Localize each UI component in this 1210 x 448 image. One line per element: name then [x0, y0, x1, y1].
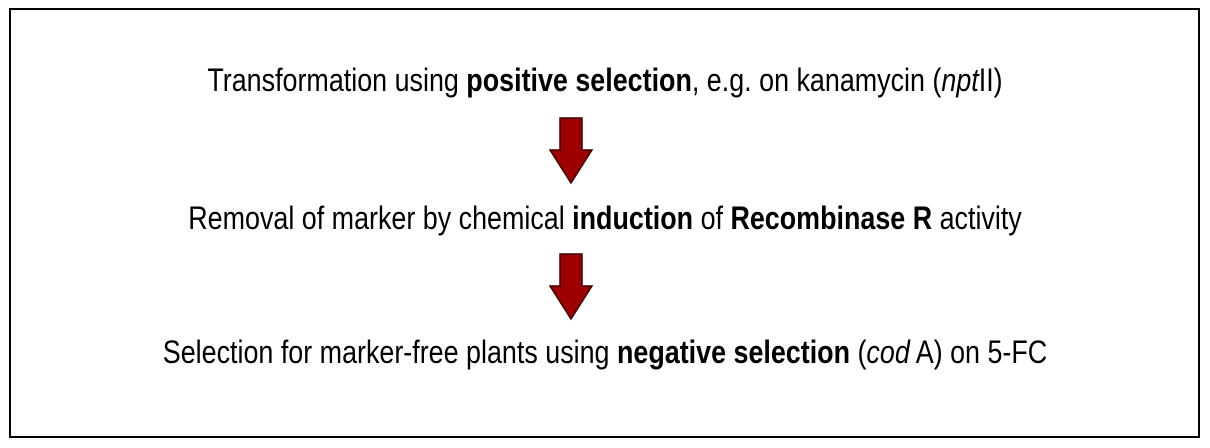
- step-text-bold: positive selection: [466, 62, 692, 98]
- arrow-shape: [548, 253, 594, 321]
- step-text: Transformation using: [207, 62, 467, 98]
- step-text: , e.g. on kanamycin (: [691, 62, 942, 98]
- step-text-bold: Recombinase R: [730, 200, 933, 236]
- down-arrow-icon: [548, 117, 594, 185]
- gene-name-italic: npt: [941, 62, 979, 98]
- step-text-bold: induction: [572, 200, 694, 236]
- gene-name-italic: cod: [866, 334, 910, 370]
- step-text: Selection for marker-free plants using: [162, 334, 617, 370]
- step-text: II): [978, 62, 1003, 98]
- step-negative-selection: Selection for marker-free plants using n…: [97, 334, 1113, 371]
- step-text-bold: negative selection: [616, 334, 851, 370]
- step-text: (: [850, 334, 867, 370]
- arrow-shape: [548, 117, 594, 185]
- step-text: A) on 5-FC: [909, 334, 1048, 370]
- step-text: of: [693, 200, 731, 236]
- step-positive-selection: Transformation using positive selection,…: [97, 62, 1113, 99]
- step-text: Removal of marker by chemical: [188, 200, 573, 236]
- step-text: activity: [932, 200, 1022, 236]
- flowchart-frame: [9, 8, 1200, 438]
- down-arrow-icon: [548, 253, 594, 321]
- step-recombinase-induction: Removal of marker by chemical induction …: [97, 200, 1113, 237]
